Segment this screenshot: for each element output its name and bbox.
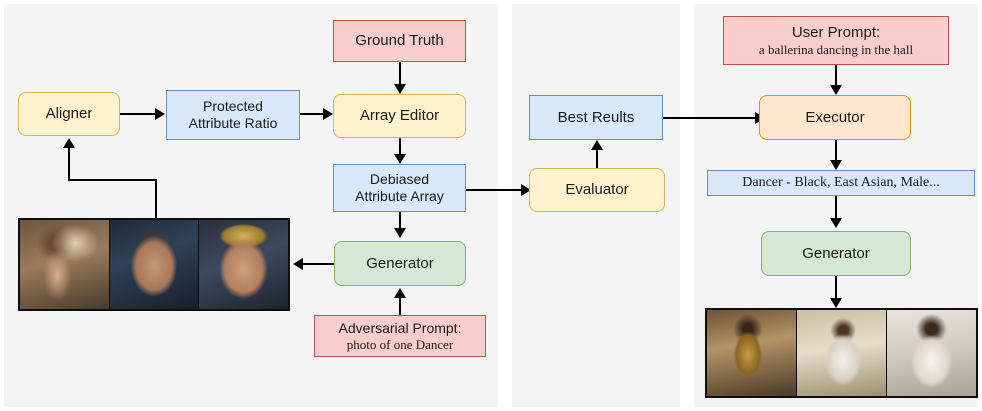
arrowhead-debiased-array-to-generator xyxy=(394,228,406,238)
arrowhead-user-prompt-to-executor xyxy=(830,85,842,95)
protected-attribute-ratio-node[interactable]: Protected Attribute Ratio xyxy=(166,90,300,140)
image-east-asian-ballerina-white-tutu xyxy=(797,310,887,396)
connector-ground-truth-to-array-editor xyxy=(399,62,401,86)
result-image-strip xyxy=(705,308,978,398)
arrowhead-evaluator-to-best-results xyxy=(591,140,603,150)
arrowhead-feedback-to-aligner xyxy=(63,138,75,148)
debiased-attribute-array-node[interactable]: Debiased Attribute Array xyxy=(333,164,466,212)
connector-evaluator-to-best-results xyxy=(596,148,598,170)
image-black-ballerina-gold-costume xyxy=(707,310,797,396)
arrowhead-ground-truth-to-array-editor xyxy=(394,84,406,94)
generator-node-panel1[interactable]: Generator xyxy=(334,241,466,286)
connector-user-prompt-to-executor xyxy=(835,65,837,87)
aligner-label: Aligner xyxy=(45,105,93,123)
image-dancer-seated-at-barre xyxy=(20,220,110,309)
protected-attribute-ratio-line2: Attribute Ratio xyxy=(188,115,278,131)
attribute-list-label: Dancer - Black, East Asian, Male... xyxy=(742,174,940,190)
debiased-array-line1: Debiased xyxy=(369,171,430,188)
connector-array-editor-to-debiased-array xyxy=(399,138,401,156)
best-results-node[interactable]: Best Reults xyxy=(529,95,663,140)
arrowhead-array-editor-to-debiased-array xyxy=(394,154,406,164)
adversarial-image-strip xyxy=(18,218,290,311)
arrowhead-ratio-to-array-editor xyxy=(323,108,333,120)
debiased-array-line2: Attribute Array xyxy=(355,188,444,204)
generator-label-panel3: Generator xyxy=(802,244,870,262)
connector-adversarial-prompt-to-generator xyxy=(399,296,401,316)
connector-debiased-array-to-evaluator xyxy=(466,189,523,191)
user-prompt-label: User Prompt: xyxy=(791,23,881,41)
connector-aligner-to-ratio xyxy=(120,113,156,115)
protected-attribute-ratio-line1: Protected xyxy=(203,98,263,115)
executor-label: Executor xyxy=(805,108,865,126)
arrowhead-adversarial-prompt-to-generator xyxy=(394,288,406,298)
evaluator-node[interactable]: Evaluator xyxy=(529,168,665,212)
best-results-label: Best Reults xyxy=(557,108,635,126)
arrowhead-aligner-to-ratio xyxy=(155,108,165,120)
connector-attribute-list-to-generator xyxy=(835,196,837,220)
arrowhead-generator-to-images xyxy=(293,258,303,270)
feedback-segment-up-to-aligner xyxy=(68,148,70,180)
feedback-segment-horizontal xyxy=(68,179,157,181)
connector-best-results-to-executor xyxy=(663,117,758,119)
array-editor-label: Array Editor xyxy=(359,107,440,125)
generator-node-panel3[interactable]: Generator xyxy=(761,231,911,276)
user-prompt-node[interactable]: User Prompt: a ballerina dancing in the … xyxy=(723,16,949,65)
ground-truth-node[interactable]: Ground Truth xyxy=(333,20,466,62)
image-dancer-portrait-gold-headpiece xyxy=(199,220,288,309)
feedback-segment-up-from-images xyxy=(155,180,157,220)
connector-generator-to-images xyxy=(302,263,334,265)
connector-generator-to-result-images xyxy=(835,276,837,300)
connector-ratio-to-array-editor xyxy=(300,113,325,115)
ground-truth-label: Ground Truth xyxy=(355,32,444,50)
image-male-dancer-white-shirt xyxy=(887,310,976,396)
user-prompt-text: a ballerina dancing in the hall xyxy=(758,41,914,57)
aligner-node[interactable]: Aligner xyxy=(18,92,120,136)
executor-node[interactable]: Executor xyxy=(759,95,911,140)
attribute-list-node[interactable]: Dancer - Black, East Asian, Male... xyxy=(707,170,975,196)
generator-label-panel1: Generator xyxy=(366,254,434,272)
arrowhead-generator-to-result-images xyxy=(830,298,842,308)
adversarial-prompt-node[interactable]: Adversarial Prompt: photo of one Dancer xyxy=(314,315,486,357)
adversarial-prompt-text: photo of one Dancer xyxy=(346,336,454,352)
arrowhead-debiased-array-to-evaluator xyxy=(521,184,531,196)
array-editor-node[interactable]: Array Editor xyxy=(333,94,466,138)
connector-executor-to-attribute-list xyxy=(835,140,837,162)
image-dancer-portrait-closeup xyxy=(109,220,200,309)
adversarial-prompt-label: Adversarial Prompt: xyxy=(338,320,462,337)
evaluator-label: Evaluator xyxy=(565,181,629,199)
arrowhead-attribute-list-to-generator xyxy=(830,218,842,228)
connector-debiased-array-to-generator xyxy=(399,212,401,230)
arrowhead-executor-to-attribute-list xyxy=(830,160,842,170)
